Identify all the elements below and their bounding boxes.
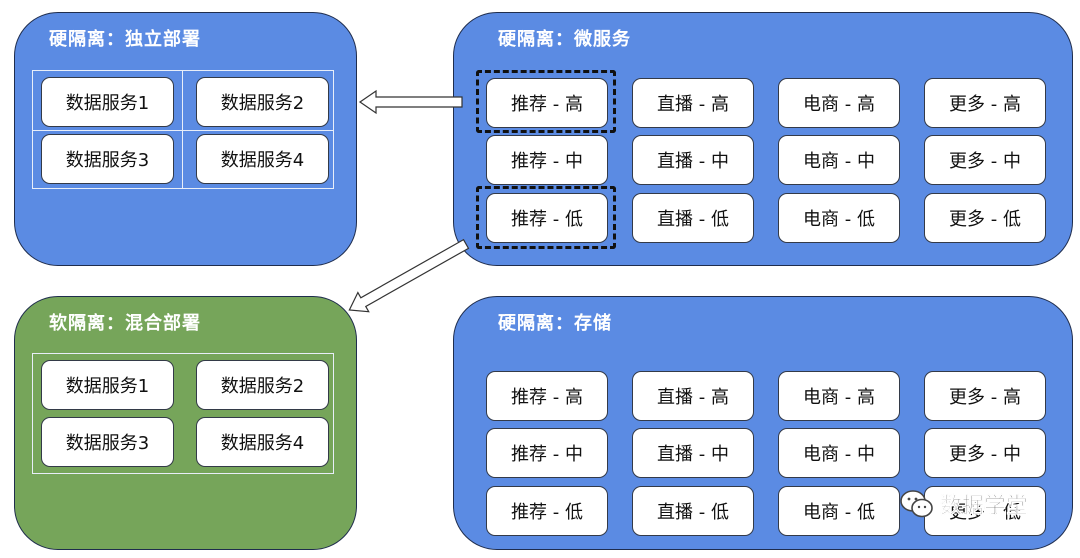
grid-divider [182, 70, 183, 189]
tier-box: 更多 - 高 [924, 371, 1046, 421]
tier-box: 电商 - 中 [778, 135, 900, 185]
highlight-dashed-frame [476, 186, 616, 249]
tier-box: 电商 - 低 [778, 193, 900, 243]
highlight-dashed-frame [476, 70, 616, 133]
watermark: 数据学堂 [900, 488, 1028, 520]
tier-box: 推荐 - 中 [486, 135, 608, 185]
data-service-box: 数据服务3 [41, 417, 174, 467]
tier-box: 推荐 - 中 [486, 428, 608, 478]
tier-box: 更多 - 低 [924, 193, 1046, 243]
tier-box: 推荐 - 低 [486, 193, 608, 243]
service-grid-frame [32, 353, 334, 474]
data-service-box: 数据服务3 [41, 134, 174, 184]
data-service-box: 数据服务4 [196, 134, 329, 184]
panel-title: 硬隔离：微服务 [498, 29, 631, 50]
arrow-diagonal [348, 238, 470, 313]
tier-box: 更多 - 中 [924, 428, 1046, 478]
tier-box: 更多 - 高 [924, 78, 1046, 128]
tier-box: 直播 - 低 [632, 486, 754, 536]
tier-box: 直播 - 低 [632, 193, 754, 243]
arrow-left [358, 89, 463, 115]
data-service-box: 数据服务1 [41, 360, 174, 410]
watermark-text: 数据学堂 [940, 494, 1029, 520]
wechat-icon [900, 489, 934, 519]
tier-box: 直播 - 中 [632, 135, 754, 185]
tier-box: 直播 - 中 [632, 428, 754, 478]
data-service-box: 数据服务2 [196, 77, 329, 127]
data-service-box: 数据服务4 [196, 417, 329, 467]
tier-box: 直播 - 高 [632, 78, 754, 128]
tier-box: 电商 - 高 [778, 78, 900, 128]
tier-box: 电商 - 高 [778, 371, 900, 421]
data-service-box: 数据服务2 [196, 360, 329, 410]
panel-title: 软隔离：混合部署 [49, 313, 201, 334]
tier-box: 推荐 - 低 [486, 486, 608, 536]
tier-box: 更多 - 中 [924, 135, 1046, 185]
tier-box: 直播 - 高 [632, 371, 754, 421]
grid-divider [32, 130, 334, 131]
tier-box: 推荐 - 高 [486, 371, 608, 421]
tier-box: 更多 - 低 [924, 486, 1046, 536]
tier-box: 电商 - 中 [778, 428, 900, 478]
data-service-box: 数据服务1 [41, 77, 174, 127]
panel-title: 硬隔离：存储 [498, 313, 612, 334]
tier-box: 推荐 - 高 [486, 78, 608, 128]
panel-title: 硬隔离：独立部署 [49, 29, 201, 50]
tier-box: 电商 - 低 [778, 486, 900, 536]
service-grid-frame [32, 70, 334, 189]
